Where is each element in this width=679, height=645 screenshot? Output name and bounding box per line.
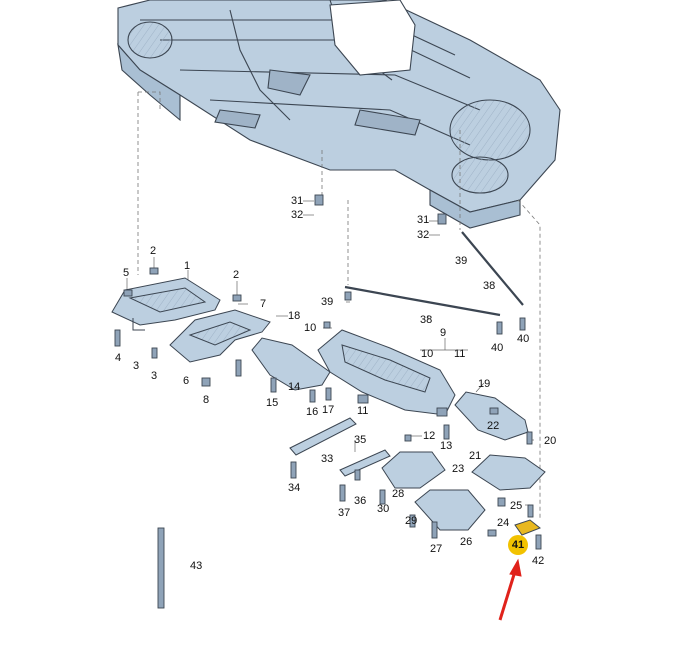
callout-27: 27 <box>430 543 443 555</box>
callout-10a: 10 <box>304 322 317 334</box>
callout-8: 8 <box>203 394 210 406</box>
callout-2b: 2 <box>233 269 240 281</box>
callout-18: 18 <box>288 310 301 322</box>
callout-38b: 38 <box>420 314 433 326</box>
part-41-bracket <box>514 519 541 536</box>
callout-5: 5 <box>123 267 130 279</box>
reference-lines <box>137 91 541 520</box>
callout-35: 35 <box>354 434 367 446</box>
callout-39a: 39 <box>455 255 468 267</box>
callout-40a: 40 <box>491 342 504 354</box>
callout-6: 6 <box>183 375 190 387</box>
callout-1: 1 <box>184 260 191 272</box>
callout-34: 34 <box>288 482 301 494</box>
part-19-shield <box>454 391 529 441</box>
part-23-shield <box>471 454 546 491</box>
part-38-rod-right <box>461 231 524 306</box>
callout-28: 28 <box>392 488 405 500</box>
part-38-rod <box>344 285 501 317</box>
callout-26: 26 <box>460 536 473 548</box>
callout-14: 14 <box>288 381 301 393</box>
callout-20: 20 <box>544 435 557 447</box>
part-1-shield <box>111 277 221 331</box>
callout-11a: 11 <box>357 405 369 417</box>
callout-12: 12 <box>423 430 436 442</box>
part-28-shield <box>381 451 446 489</box>
callout-9: 9 <box>440 327 447 339</box>
callout-19: 19 <box>478 378 491 390</box>
callout-37: 37 <box>338 507 351 519</box>
callout-41-highlight: 41 <box>508 535 528 555</box>
callout-30: 30 <box>377 503 390 515</box>
callout-32a: 32 <box>291 209 304 221</box>
callout-42: 42 <box>532 555 545 567</box>
callout-3a: 3 <box>133 360 140 372</box>
callout-15: 15 <box>266 397 279 409</box>
callout-33: 33 <box>321 453 334 465</box>
part-35-strut <box>339 449 391 477</box>
callout-2a: 2 <box>150 245 157 257</box>
callout-24: 24 <box>497 517 510 529</box>
callout-16: 16 <box>306 406 319 418</box>
callout-43: 43 <box>190 560 203 572</box>
callout-22: 22 <box>487 420 500 432</box>
callout-17: 17 <box>322 404 335 416</box>
callout-25: 25 <box>510 500 523 512</box>
callout-29: 29 <box>405 515 418 527</box>
callout-13: 13 <box>440 440 453 452</box>
callout-4: 4 <box>115 352 122 364</box>
part-9-shield <box>317 329 456 416</box>
part-6-shield <box>169 309 271 363</box>
callout-31a: 31 <box>291 195 304 207</box>
part-26-shield <box>414 489 486 531</box>
callout-38a: 38 <box>483 280 496 292</box>
callout-31b: 31 <box>417 214 430 226</box>
callout-7: 7 <box>260 298 267 310</box>
callout-21: 21 <box>469 450 482 462</box>
callout-3b: 3 <box>151 370 158 382</box>
callout-40b: 40 <box>517 333 530 345</box>
vehicle-underbody <box>117 0 561 229</box>
callout-32b: 32 <box>417 229 430 241</box>
highlight-arrow <box>498 558 522 621</box>
part-33-strut <box>289 417 357 456</box>
callout-23: 23 <box>452 463 465 475</box>
callout-36: 36 <box>354 495 367 507</box>
part-14-shield <box>251 337 331 391</box>
fasteners <box>114 194 542 609</box>
callout-39b: 39 <box>321 296 334 308</box>
callout-10b: 10 <box>421 348 434 360</box>
callout-11b: 11 <box>454 348 466 360</box>
